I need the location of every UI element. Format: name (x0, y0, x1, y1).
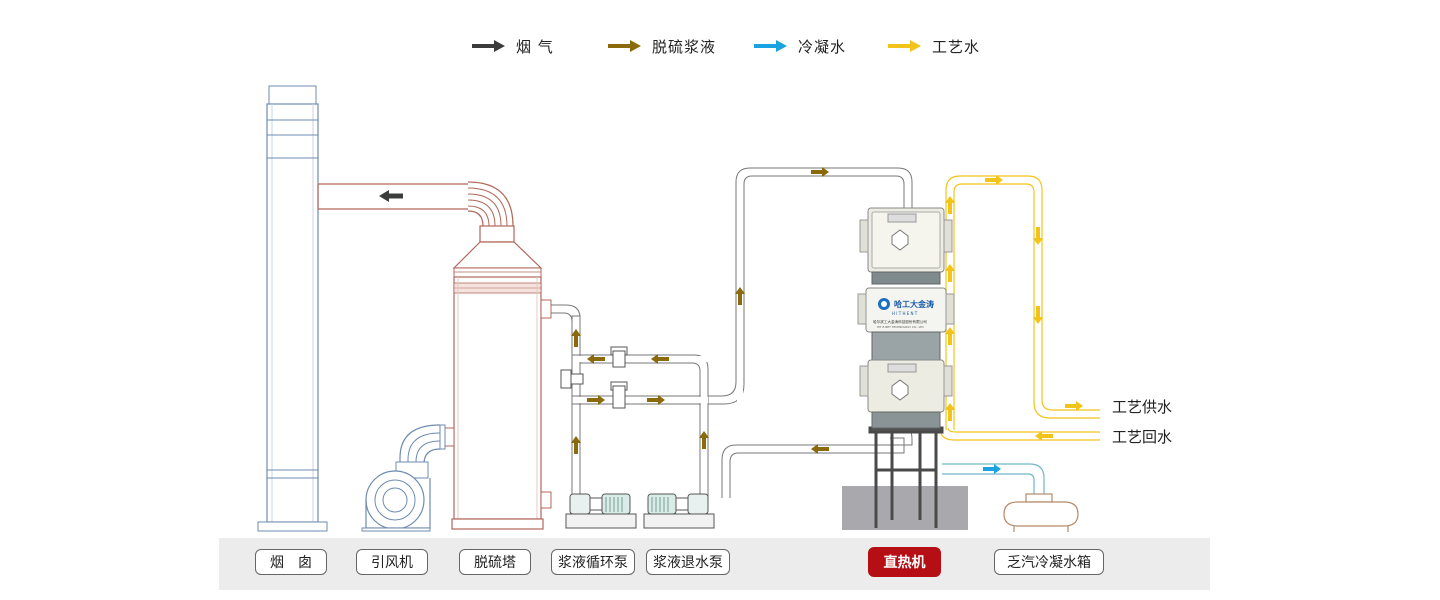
legend-slurry-label: 脱硫浆液 (652, 37, 717, 56)
chimney (257, 85, 328, 532)
condensate-tank-button[interactable]: 乏汽冷凝水箱 (994, 549, 1104, 575)
legend-slurry: 脱硫浆液 (608, 32, 716, 60)
direct-heater-unit: 哈工大金涛 H I T H E N T 哈尔滨工大金涛科技股份有限公司 HIT … (857, 207, 955, 528)
legend: 烟 气 脱硫浆液 冷凝水 工艺水 (0, 32, 1440, 60)
dark-arrow-icon (472, 40, 505, 52)
legend-process-water-label: 工艺水 (932, 37, 981, 56)
legend-flue-gas: 烟 气 (472, 32, 554, 60)
condensate-tank (1003, 493, 1079, 532)
condensate-arrow-icon (983, 464, 1001, 474)
unit-brand-company: 哈尔滨工大金涛科技股份有限公司 (873, 319, 927, 324)
legend-process-water: 工艺水 (888, 32, 980, 60)
legend-condensate-label: 冷凝水 (798, 37, 847, 56)
water-return-label: 工艺回水 (1112, 428, 1173, 446)
desulfurization-tower (443, 225, 552, 530)
flue-duct (317, 181, 514, 227)
circulation-pump (565, 493, 637, 529)
unit-brand-company-en: HIT E-NET TECHNOLOGY CO., LTD (877, 325, 924, 329)
heater-base-pad (842, 486, 968, 530)
water-supply-label: 工艺供水 (1112, 398, 1173, 416)
chimney-button[interactable]: 烟 囱 (255, 549, 327, 575)
fan-button[interactable]: 引风机 (356, 549, 428, 575)
legend-flue-gas-label: 烟 气 (516, 37, 554, 56)
direct-heater-button[interactable]: 直热机 (868, 547, 941, 577)
return-pump-button[interactable]: 浆液退水泵 (646, 549, 730, 575)
tower-button[interactable]: 脱硫塔 (459, 549, 531, 575)
unit-brand-name: 哈工大金涛 (894, 299, 934, 309)
circulation-pump-button[interactable]: 浆液循环泵 (551, 549, 635, 575)
brown-arrow-icon (608, 40, 641, 52)
induced-draft-fan (361, 424, 446, 532)
slurry-piping (551, 167, 913, 501)
process-water-arrows (945, 175, 1083, 441)
yellow-arrow-icon (888, 40, 921, 52)
return-pump (643, 493, 715, 529)
unit-brand-sub: H I T H E N T (892, 311, 918, 316)
flue-gas-arrow-icon (379, 190, 403, 202)
blue-arrow-icon (754, 40, 787, 52)
process-water-piping (939, 175, 1100, 441)
valves (560, 346, 628, 409)
condensate-piping (942, 463, 1045, 494)
legend-condensate: 冷凝水 (754, 32, 846, 60)
